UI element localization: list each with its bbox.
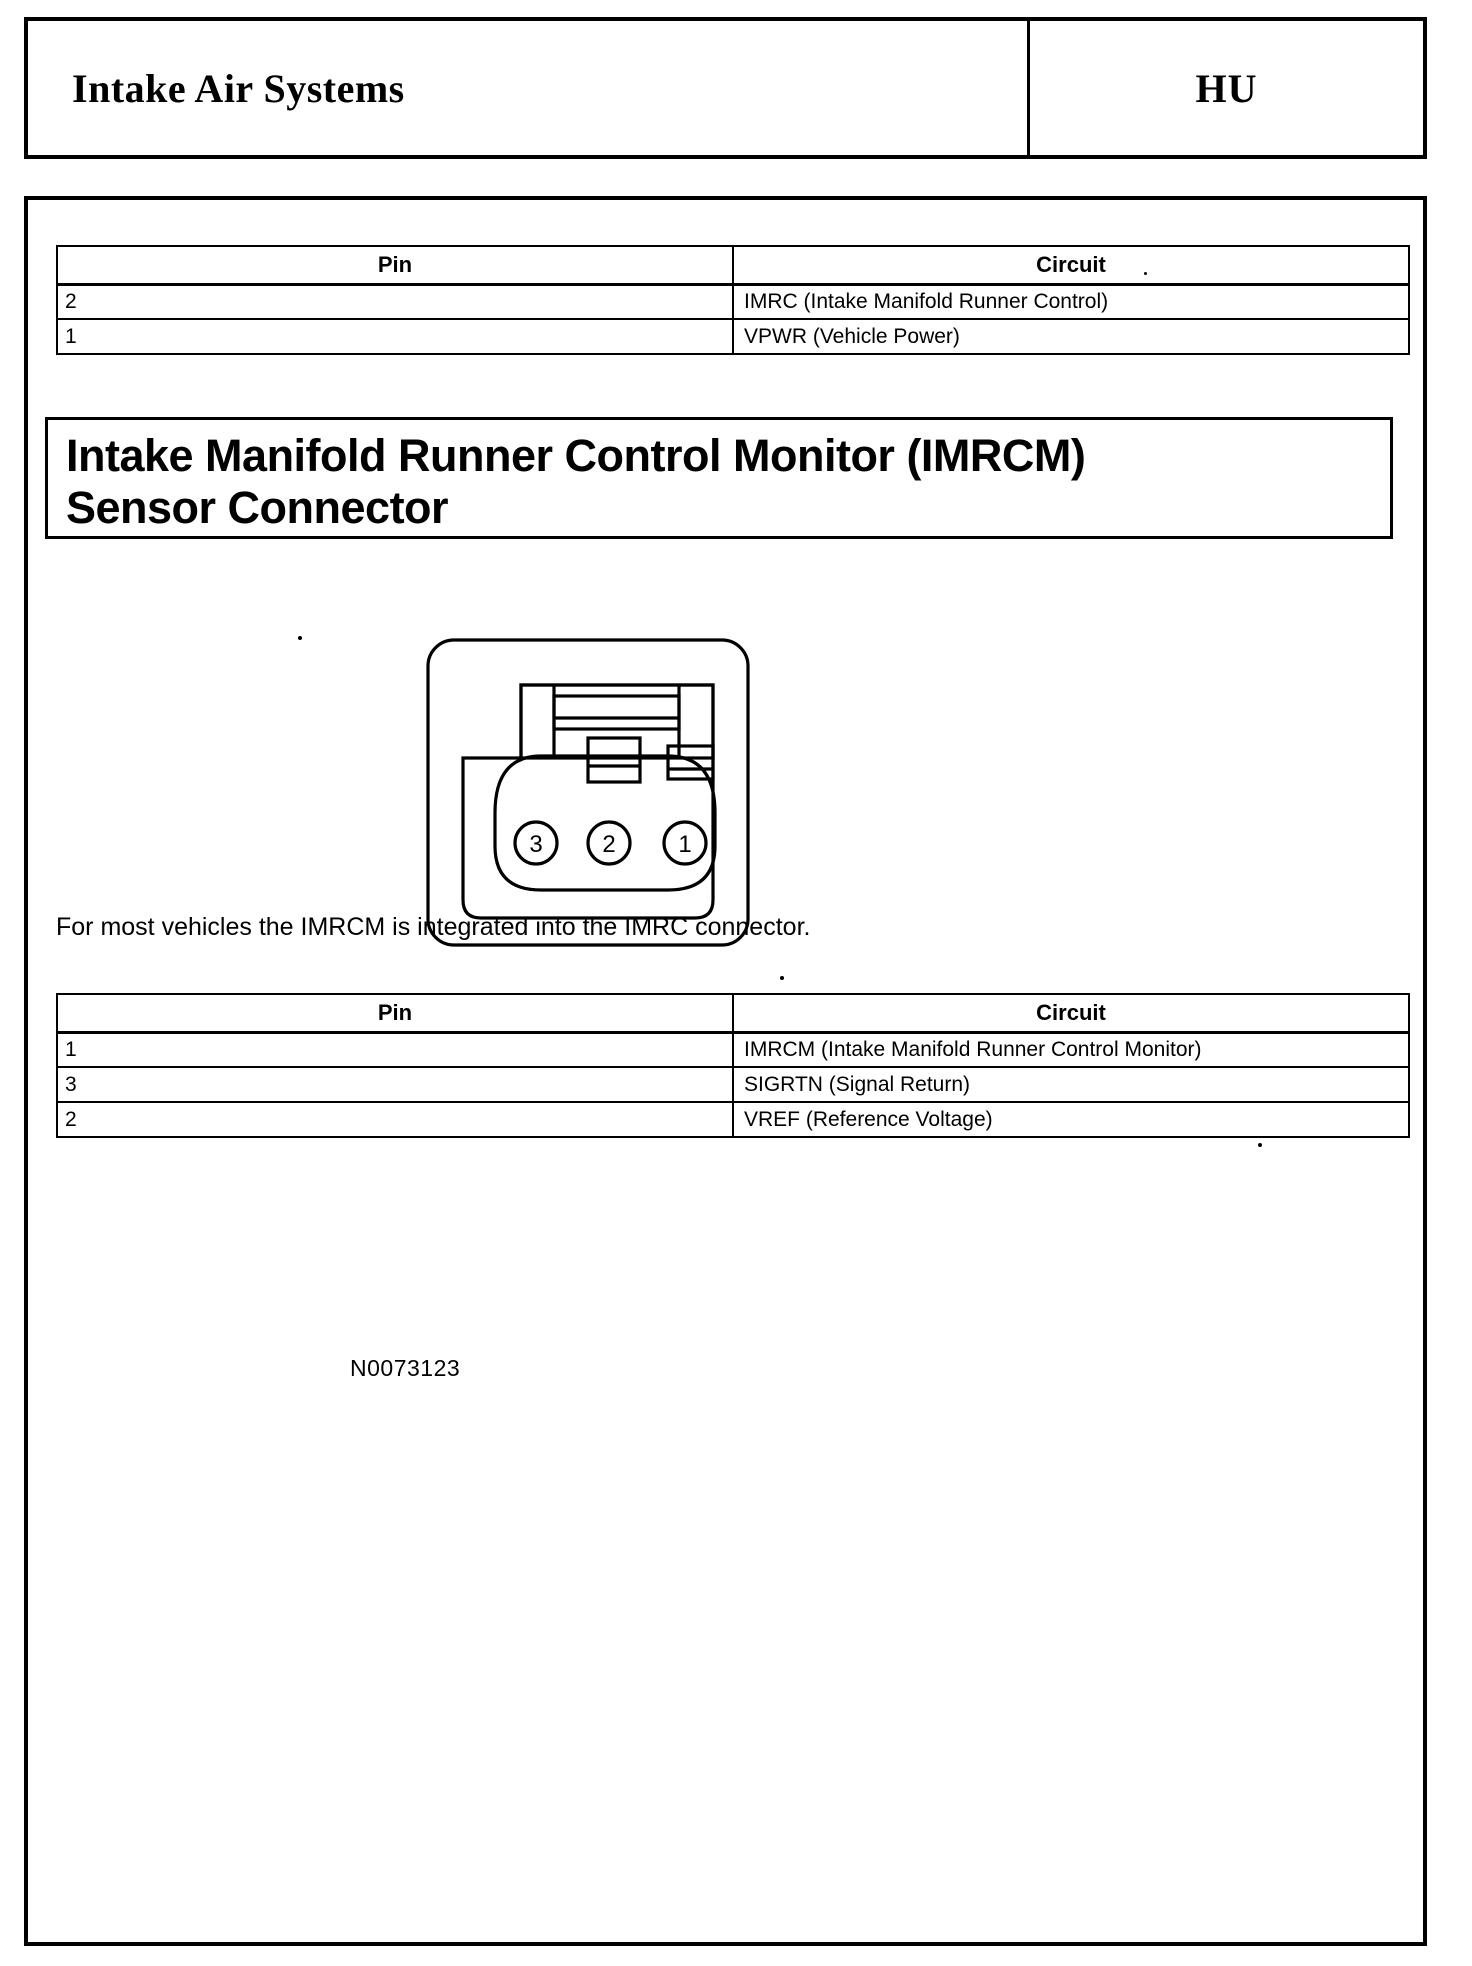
table-row: 1 IMRCM (Intake Manifold Runner Control … <box>56 1031 1410 1068</box>
pin-label-1: 1 <box>678 831 691 858</box>
column-header-circuit: Circuit <box>732 245 1410 286</box>
table-row: 1 VPWR (Vehicle Power) <box>56 318 1410 355</box>
cell-pin: 1 <box>56 318 734 355</box>
imrcm-pinout-table: Pin Circuit 1 IMRCM (Intake Manifold Run… <box>56 993 1410 1138</box>
connector-inner-shoulder <box>461 683 715 920</box>
imrc-pinout-table: Pin Circuit 2 IMRC (Intake Manifold Runn… <box>56 245 1410 355</box>
pin-label-3: 3 <box>529 831 542 858</box>
connector-latch-bar <box>552 694 681 731</box>
connector-diagram-svg: 3 2 1 <box>426 638 750 947</box>
pin-label-2: 2 <box>602 831 615 858</box>
connector-outer-shell <box>426 638 750 947</box>
connector-side-tab <box>666 744 715 781</box>
table-header-row: Pin Circuit <box>56 993 1410 1034</box>
column-header-pin: Pin <box>56 993 734 1034</box>
section-code: HU <box>1195 65 1258 111</box>
column-header-pin: Pin <box>56 245 734 286</box>
section-heading-line-2: Sensor Connector <box>66 482 449 533</box>
column-header-circuit: Circuit <box>732 993 1410 1034</box>
table-header-row: Pin Circuit <box>56 245 1410 286</box>
pin-terminal-1 <box>662 820 708 866</box>
cell-circuit: SIGRTN (Signal Return) <box>732 1066 1410 1103</box>
page-header-title-cell: Intake Air Systems <box>28 21 1030 155</box>
cell-pin: 3 <box>56 1066 734 1103</box>
table-row: 3 SIGRTN (Signal Return) <box>56 1066 1410 1103</box>
scan-speckle <box>1258 1143 1262 1147</box>
cell-pin: 2 <box>56 1101 734 1138</box>
scan-speckle <box>298 636 302 640</box>
pin-terminal-2 <box>586 820 632 866</box>
table-row: 2 VREF (Reference Voltage) <box>56 1101 1410 1138</box>
cell-pin: 1 <box>56 1031 734 1068</box>
scan-speckle <box>1144 272 1147 275</box>
section-heading-box: Intake Manifold Runner Control Monitor (… <box>45 417 1393 539</box>
page-header-code-cell: HU <box>1030 21 1423 155</box>
connector-pin-cavity <box>493 754 717 892</box>
content-frame: Pin Circuit 2 IMRC (Intake Manifold Runn… <box>24 196 1427 1946</box>
cell-circuit: VPWR (Vehicle Power) <box>732 318 1410 355</box>
connector-latch-outer <box>519 683 715 760</box>
connector-figure: 3 2 1 <box>413 628 853 968</box>
page-title: Intake Air Systems <box>72 65 405 111</box>
figure-caption: N0073123 <box>350 1355 461 1381</box>
connector-keyway-notch <box>586 736 642 784</box>
cell-circuit: IMRC (Intake Manifold Runner Control) <box>732 283 1410 320</box>
scan-speckle <box>780 976 784 980</box>
page-header-band: Intake Air Systems HU <box>24 17 1427 159</box>
cell-circuit: IMRCM (Intake Manifold Runner Control Mo… <box>732 1031 1410 1068</box>
pin-terminal-3 <box>513 820 559 866</box>
table-row: 2 IMRC (Intake Manifold Runner Control) <box>56 283 1410 320</box>
section-heading-line-1: Intake Manifold Runner Control Monitor (… <box>66 430 1086 481</box>
cell-pin: 2 <box>56 283 734 320</box>
cell-circuit: VREF (Reference Voltage) <box>732 1101 1410 1138</box>
